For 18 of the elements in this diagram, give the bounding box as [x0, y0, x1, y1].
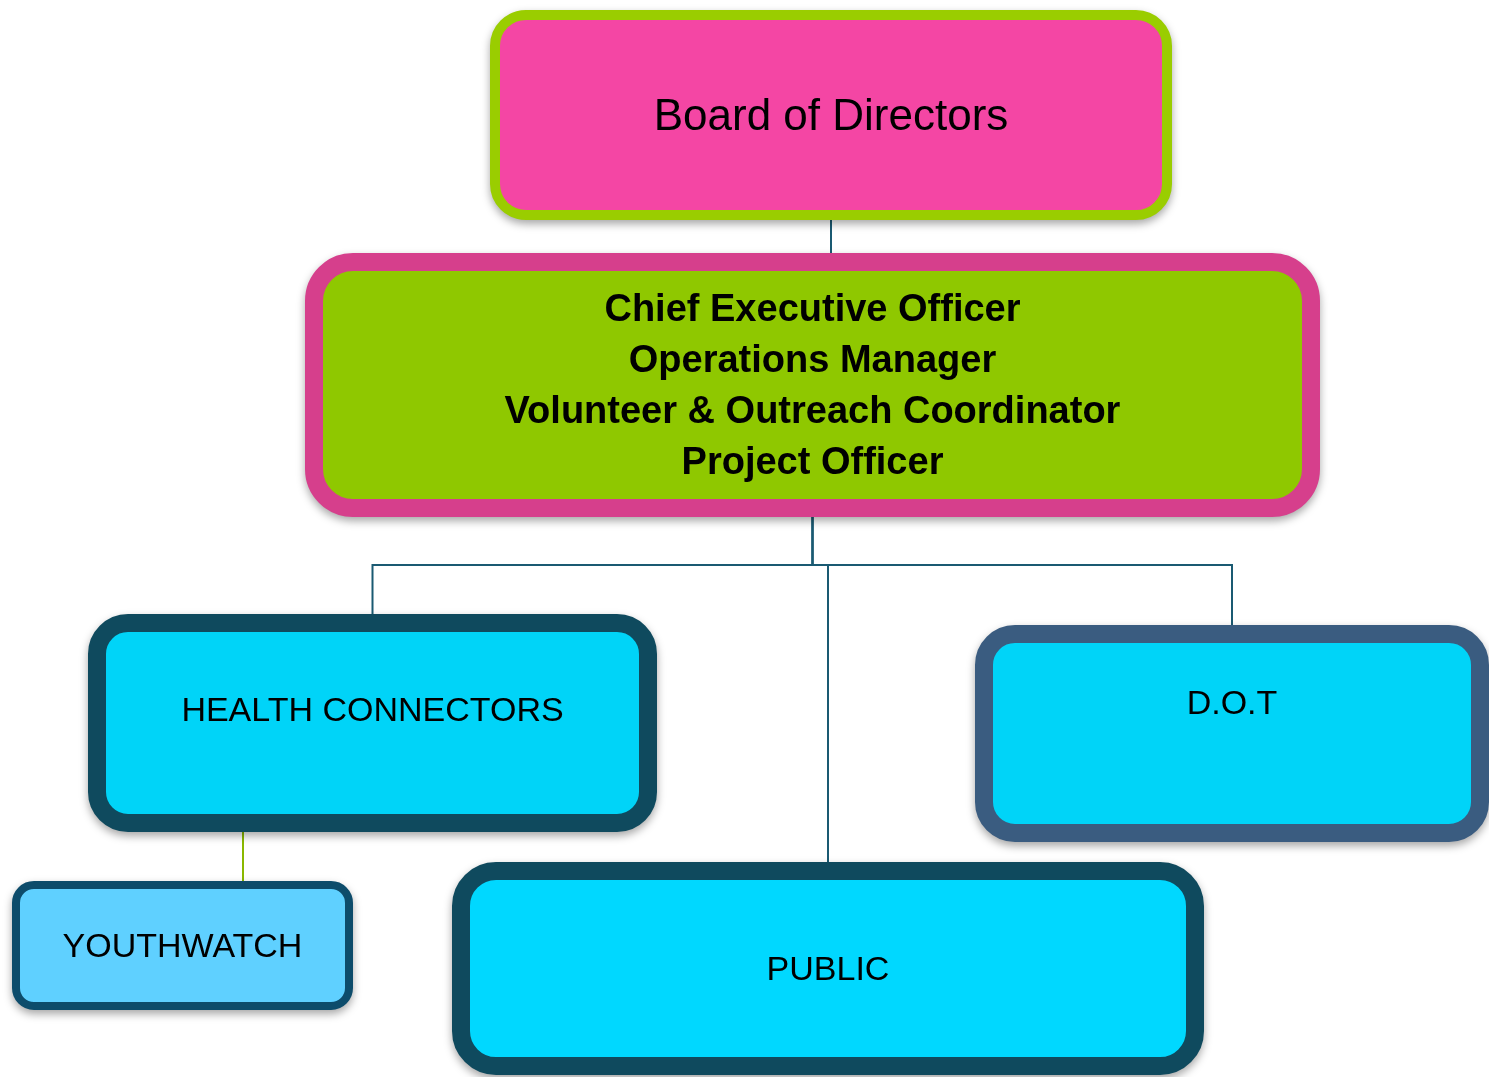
team-box — [88, 614, 657, 832]
connector-line — [811, 516, 829, 863]
team-box — [975, 625, 1489, 842]
node-label: Volunteer & Outreach Coordinator — [504, 388, 1121, 433]
node-label: D.O.T — [1186, 682, 1278, 723]
connector-line — [242, 831, 244, 882]
connector-line — [830, 219, 832, 254]
board-box — [490, 10, 1172, 220]
node-label: Operations Manager — [628, 337, 997, 382]
node-label: YOUTHWATCH — [62, 925, 303, 966]
node-label: Chief Executive Officer — [604, 286, 1021, 331]
node-label: Project Officer — [681, 439, 944, 484]
executive-box — [305, 253, 1320, 517]
team-box — [452, 862, 1204, 1075]
node-label: HEALTH CONNECTORS — [181, 689, 564, 730]
node-label: Board of Directors — [653, 89, 1009, 141]
team-box — [12, 881, 353, 1010]
node-label: PUBLIC — [766, 948, 890, 989]
